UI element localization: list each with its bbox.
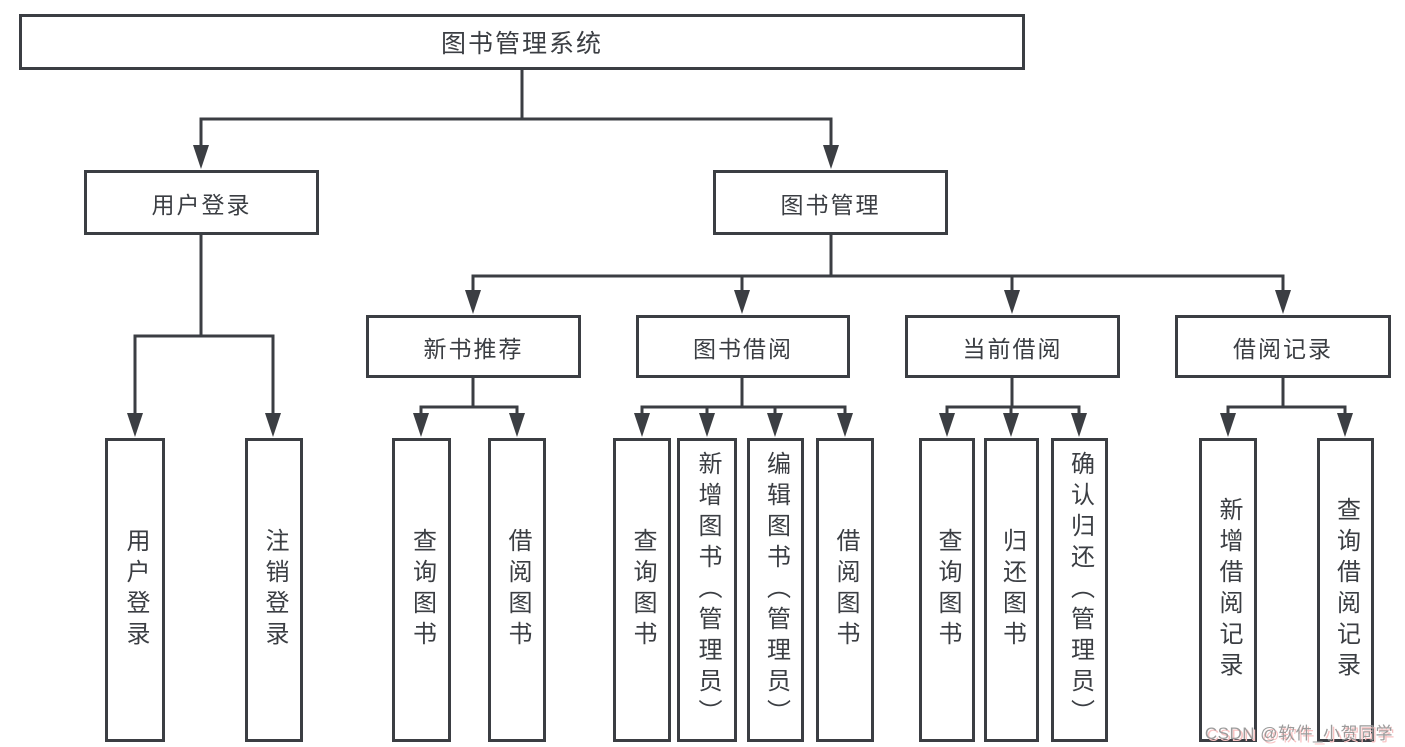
node-box-leaf-user-login: 用户登录 (105, 438, 165, 742)
node-box-new-book-recommend: 新书推荐 (366, 315, 581, 378)
node-box-query-borrow-record: 查询借阅记录 (1317, 438, 1374, 742)
node-label-borrow-books: 借阅图书 (832, 528, 859, 652)
connector-user-login-children (127, 235, 281, 437)
node-box-root: 图书管理系统 (19, 14, 1025, 70)
connector-borrow-records-children (1220, 378, 1353, 437)
node-label-borrow-books-recommend: 借阅图书 (504, 528, 531, 652)
node-label-leaf-logout: 注销登录 (261, 528, 288, 652)
node-box-query-books-recommend: 查询图书 (392, 438, 451, 742)
node-label-query-books-borrow: 查询图书 (629, 528, 656, 652)
node-box-book-borrow: 图书借阅 (636, 315, 850, 378)
csdn-watermark: CSDN @软件_小贺同学 (1204, 724, 1393, 743)
node-label-root: 图书管理系统 (440, 30, 603, 58)
node-label-edit-books-admin: 编辑图书（管理员） (762, 450, 790, 730)
node-label-query-books-current: 查询图书 (934, 528, 961, 652)
connector-current-borrow-children (939, 378, 1087, 437)
node-label-confirm-return-admin: 确认归还（管理员） (1066, 450, 1094, 730)
node-box-current-borrow: 当前借阅 (905, 315, 1120, 378)
node-box-borrow-records: 借阅记录 (1175, 315, 1391, 378)
node-box-confirm-return-admin: 确认归还（管理员） (1051, 438, 1108, 742)
node-box-user-login: 用户登录 (84, 170, 319, 235)
connector-root-to-level2 (193, 70, 839, 169)
node-label-new-book-recommend: 新书推荐 (423, 335, 524, 362)
node-label-add-books-admin: 新增图书（管理员） (694, 450, 721, 730)
node-box-leaf-logout: 注销登录 (245, 438, 303, 742)
node-label-return-books: 归还图书 (998, 528, 1026, 652)
node-box-borrow-books-recommend: 借阅图书 (488, 438, 546, 742)
node-box-return-books: 归还图书 (984, 438, 1039, 742)
node-label-borrow-records: 借阅记录 (1233, 335, 1333, 362)
node-label-book-borrow: 图书借阅 (693, 335, 793, 362)
node-box-borrow-books: 借阅图书 (816, 438, 874, 742)
node-box-add-borrow-record: 新增借阅记录 (1199, 438, 1257, 742)
node-box-query-books-borrow: 查询图书 (613, 438, 671, 742)
node-label-leaf-user-login: 用户登录 (122, 528, 149, 652)
node-box-book-management: 图书管理 (713, 170, 948, 235)
node-label-query-borrow-record: 查询借阅记录 (1332, 497, 1360, 683)
node-box-add-books-admin: 新增图书（管理员） (677, 438, 737, 742)
node-box-query-books-current: 查询图书 (919, 438, 975, 742)
node-label-query-books-recommend: 查询图书 (408, 528, 436, 652)
node-label-user-login: 用户登录 (151, 191, 252, 218)
connector-book-management-to-level3 (465, 235, 1291, 314)
node-box-edit-books-admin: 编辑图书（管理员） (747, 438, 804, 742)
node-label-current-borrow: 当前借阅 (962, 335, 1063, 362)
connector-book-borrow-children (634, 378, 853, 437)
node-label-add-borrow-record: 新增借阅记录 (1215, 497, 1242, 683)
node-label-book-management: 图书管理 (780, 191, 881, 218)
connector-new-book-recommend-children (413, 378, 525, 437)
